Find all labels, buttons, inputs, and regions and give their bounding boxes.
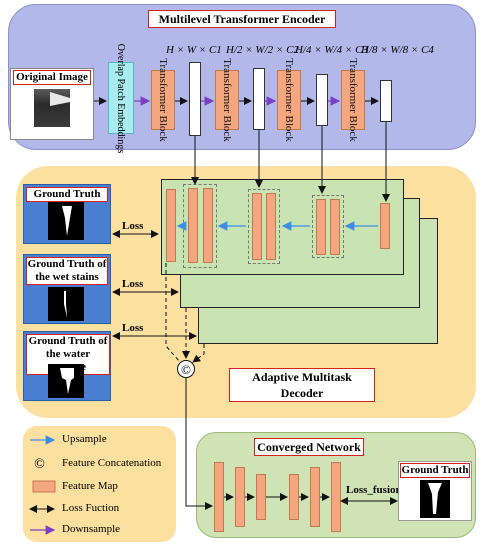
encoder-feature-map-4: [380, 80, 392, 122]
gt-shape-1: [62, 206, 72, 236]
loss-label-2: Loss: [122, 278, 144, 290]
ground-truth-title-1: Ground Truth: [26, 187, 108, 202]
decoder-title: Adaptive Multitask Decoder: [229, 368, 375, 402]
concat-legend-icon: ©: [34, 457, 45, 472]
legend-loss: Loss Fuction: [62, 502, 120, 514]
dims-label-2: H/2 × W/2 × C2: [226, 44, 299, 56]
loss-label-1: Loss: [122, 220, 144, 232]
original-image-title: Original Image: [13, 70, 91, 85]
gt-shape-3: [60, 368, 74, 394]
loss-fusion-label: Loss_fusion: [346, 484, 402, 496]
converged-fm-3: [256, 474, 266, 520]
decoder-fm-4a: [316, 199, 326, 255]
decoder-group-2: [248, 189, 280, 264]
converged-fm-1: [214, 462, 224, 532]
concat-icon: ©: [177, 360, 195, 378]
encoder-feature-map-3: [316, 74, 328, 126]
legend-feature-map: Feature Map: [62, 480, 118, 492]
decoder-fm-4b: [330, 199, 340, 255]
encoder-title: Multilevel Transformer Encoder: [148, 10, 336, 28]
encoder-feature-map-1: [189, 62, 201, 136]
decoder-fm-2b: [203, 188, 213, 263]
overlap-patch-embeddings: Overlap Patch Embeddings: [108, 43, 134, 153]
converged-fm-4: [289, 474, 299, 520]
loss-label-3: Loss: [122, 322, 144, 334]
transformer-block-4: Transformer Block: [341, 58, 365, 142]
transformer-block-3: Transformer Block: [277, 58, 301, 142]
transformer-block-2: Transformer Block: [215, 58, 239, 142]
legend-upsample: Upsample: [62, 433, 107, 445]
legend-concat: Feature Concatenation: [62, 457, 162, 469]
decoder-group-3: [312, 195, 344, 258]
decoder-fm-1: [166, 189, 176, 262]
decoder-fm-2a: [188, 188, 198, 263]
concat-symbol: ©: [181, 362, 191, 377]
original-image-mark: [50, 92, 70, 106]
converged-fm-5: [310, 467, 320, 527]
decoder-fm-3a: [252, 193, 262, 260]
converged-gt-title: Ground Truth: [400, 463, 470, 478]
dims-label-1: H × W × C1: [166, 44, 222, 56]
decoder-fm-3b: [266, 193, 276, 260]
dims-label-3: H/4 × W/4 × C3: [295, 44, 368, 56]
transformer-block-1: Transformer Block: [151, 58, 175, 142]
encoder-feature-map-2: [253, 68, 265, 130]
decoder-fm-5: [380, 203, 390, 249]
feature-map-icon: [32, 480, 56, 493]
legend-downsample: Downsample: [62, 523, 121, 535]
converged-fm-2: [235, 467, 245, 527]
converged-gt-shape: [428, 483, 442, 514]
converged-title: Converged Network: [254, 438, 364, 456]
ground-truth-title-2: Ground Truth of the wet stains: [26, 257, 108, 285]
dims-label-4: H/8 × W/8 × C4: [361, 44, 434, 56]
gt-shape-2: [64, 291, 67, 318]
